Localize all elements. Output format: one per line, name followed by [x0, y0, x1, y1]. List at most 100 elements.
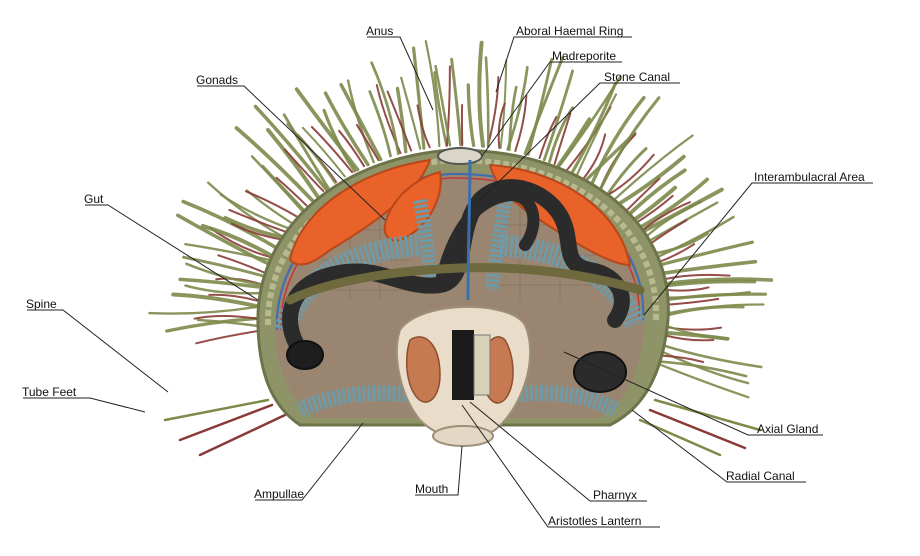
label-pharnyx: Pharnyx: [593, 488, 638, 502]
spine: [611, 134, 694, 203]
spine: [507, 85, 518, 152]
spine: [661, 279, 757, 288]
leader-lines: [23, 36, 873, 528]
spine: [200, 223, 274, 258]
pharynx-core: [452, 330, 474, 400]
spines-and-tube-feet: [148, 40, 774, 457]
label-madreporite: Madreporite: [552, 49, 617, 63]
spine: [178, 277, 263, 289]
spine: [301, 126, 346, 178]
spine: [665, 305, 745, 317]
tube-foot: [661, 354, 705, 363]
leader-pharnyx: [469, 401, 647, 502]
stone-canal: [466, 159, 472, 301]
spine: [424, 40, 441, 148]
leader-aristotles-lantern: [461, 404, 660, 528]
spine: [412, 46, 426, 150]
spine: [570, 82, 617, 174]
gut-opening-right: [573, 351, 627, 393]
spine: [206, 181, 284, 238]
spine: [176, 213, 270, 266]
label-ampullae: Ampullae: [254, 487, 305, 501]
spine: [523, 55, 565, 155]
spine: [664, 292, 767, 302]
label-tube-feet: Tube Feet: [22, 385, 77, 399]
leader-mouth: [415, 445, 463, 496]
gut-tube-2: [434, 188, 540, 291]
tube-foot: [605, 153, 655, 197]
gut-opening-left: [286, 340, 324, 370]
leader-interambulacral-area: [643, 182, 873, 316]
spine: [542, 69, 575, 162]
spine: [642, 200, 703, 241]
tube-foot: [198, 413, 287, 457]
spine: [400, 76, 422, 150]
spine: [477, 40, 485, 148]
spine: [185, 262, 263, 286]
label-radial-canal: Radial Canal: [726, 469, 795, 483]
label-stone-canal: Stone Canal: [604, 70, 671, 84]
periproct: [437, 147, 483, 165]
spine: [395, 86, 408, 154]
spine: [635, 177, 710, 231]
spine: [163, 398, 270, 422]
tube-foot: [338, 129, 366, 168]
spine: [339, 82, 383, 162]
label-gonads: Gonads: [196, 73, 239, 87]
tube-foot: [310, 126, 354, 174]
leader-anus: [367, 36, 434, 111]
tube-foot: [178, 403, 274, 442]
spine: [294, 87, 360, 172]
spine: [659, 360, 748, 378]
spine: [652, 215, 735, 260]
leader-madreporite: [481, 61, 622, 157]
tube-foot: [582, 133, 607, 180]
leader-spine: [27, 309, 169, 393]
spine: [657, 259, 758, 276]
label-interambulacral-area: Interambulacral Area: [754, 170, 865, 184]
tube-foot: [228, 208, 287, 233]
spine: [655, 240, 755, 268]
spine: [282, 113, 330, 190]
lantern-muscle-left: [405, 336, 441, 403]
tube-foot: [486, 76, 500, 148]
label-mouth: Mouth: [415, 482, 449, 496]
spine: [184, 243, 271, 262]
label-gut: Gut: [84, 192, 104, 206]
spine: [659, 363, 750, 399]
tube-foot: [416, 104, 431, 149]
tube-foot: [275, 176, 308, 207]
tube-foot: [665, 334, 715, 342]
mouth-opening: [432, 425, 494, 447]
label-axial-gland: Axial Gland: [757, 422, 819, 436]
spine: [370, 61, 400, 156]
spine: [484, 56, 490, 148]
label-aboral-haemal-ring: Aboral Haemal Ring: [516, 24, 624, 38]
spine: [171, 292, 260, 309]
label-anus: Anus: [366, 24, 394, 38]
tube-foot: [386, 90, 413, 152]
tube-foot: [660, 273, 731, 281]
spine: [625, 168, 687, 219]
spine: [223, 215, 284, 239]
spine: [184, 284, 261, 295]
leader-aboral-haemal-ring: [495, 36, 632, 93]
leader-tube-feet: [23, 397, 146, 413]
leader-gonads: [197, 85, 386, 221]
tube-foot: [217, 254, 266, 274]
spine: [219, 193, 289, 230]
spine: [286, 123, 337, 184]
spine: [266, 127, 320, 198]
spine: [526, 57, 554, 156]
spine: [181, 199, 278, 250]
leader-gut: [85, 204, 259, 301]
label-aristotles-lantern: Aristotles Lantern: [548, 514, 642, 528]
tube-foot: [648, 408, 747, 450]
tube-foot: [538, 116, 558, 159]
tube-foot: [245, 190, 298, 218]
tube-foot: [193, 314, 258, 320]
spine: [253, 104, 328, 191]
spine: [261, 164, 305, 211]
